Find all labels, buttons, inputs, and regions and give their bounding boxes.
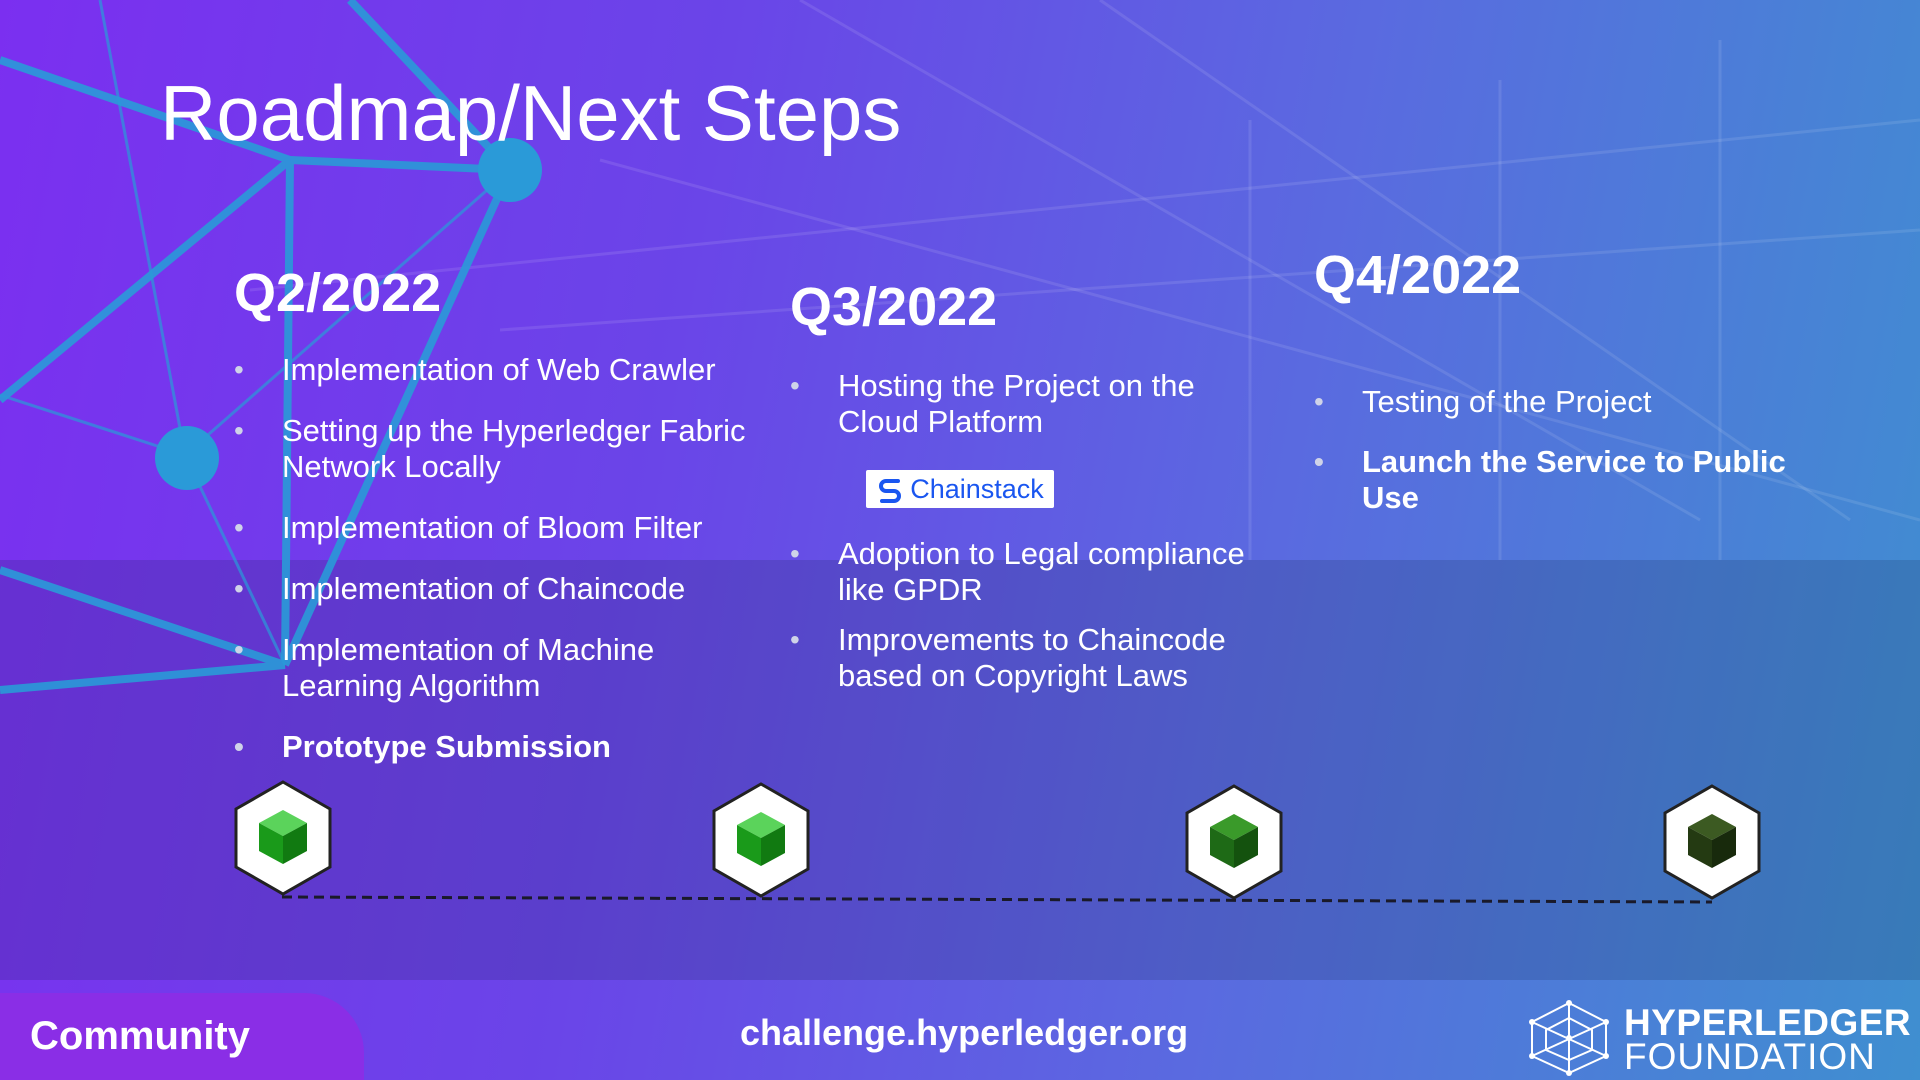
column-heading: Q3/2022 [790,277,998,337]
chainstack-icon [879,479,902,503]
column-q2: Q2/2022 Implementation of Web Crawler Se… [234,262,774,765]
hyperledger-network-icon [1529,1000,1609,1076]
cube-icon [1663,784,1761,900]
community-tab: Community [0,993,364,1080]
chainstack-label: Chainstack [910,473,1044,504]
list-item: Implementation of Web Crawler [234,352,774,388]
chainstack-logo: Chainstack [866,470,1054,508]
list-item: Implementation of Chaincode [234,571,774,607]
cube-icon [234,780,332,896]
column-q4: Q4/2022 Testing of the Project Launch th… [1314,244,1814,516]
column-q3: Q3/2022 Hosting the Project on the Cloud… [790,276,1270,694]
list-item: Setting up the Hyperledger Fabric Networ… [234,413,774,485]
logo-text-foundation: FOUNDATION [1624,1036,1876,1077]
item-list: Testing of the Project Launch the Servic… [1314,384,1814,516]
logo-text-hyperledger: HYPERLEDGER [1624,1002,1912,1043]
list-item: Hosting the Project on the Cloud Platfor… [790,368,1270,440]
list-item: Implementation of Machine Learning Algor… [234,632,774,704]
cube-icon [1185,784,1283,900]
slide-title: Roadmap/Next Steps [160,69,902,157]
list-item: Prototype Submission [234,729,774,765]
list-item: Adoption to Legal compliance like GPDR [790,536,1270,608]
list-item: Launch the Service to Public Use [1314,444,1814,516]
hyperledger-foundation-logo: HYPERLEDGER FOUNDATION [1528,1000,1912,1077]
item-list: Implementation of Web Crawler Setting up… [234,352,774,765]
cube-icon [712,782,810,898]
list-item: Implementation of Bloom Filter [234,510,774,546]
list-item: Testing of the Project [1314,384,1814,420]
column-heading: Q2/2022 [234,263,442,323]
column-heading: Q4/2022 [1314,245,1522,305]
item-list: Hosting the Project on the Cloud Platfor… [790,368,1270,694]
list-item: Improvements to Chaincode based on Copyr… [790,622,1270,694]
footer-url: challenge.hyperledger.org [740,1012,1189,1053]
community-label: Community [30,1014,250,1058]
